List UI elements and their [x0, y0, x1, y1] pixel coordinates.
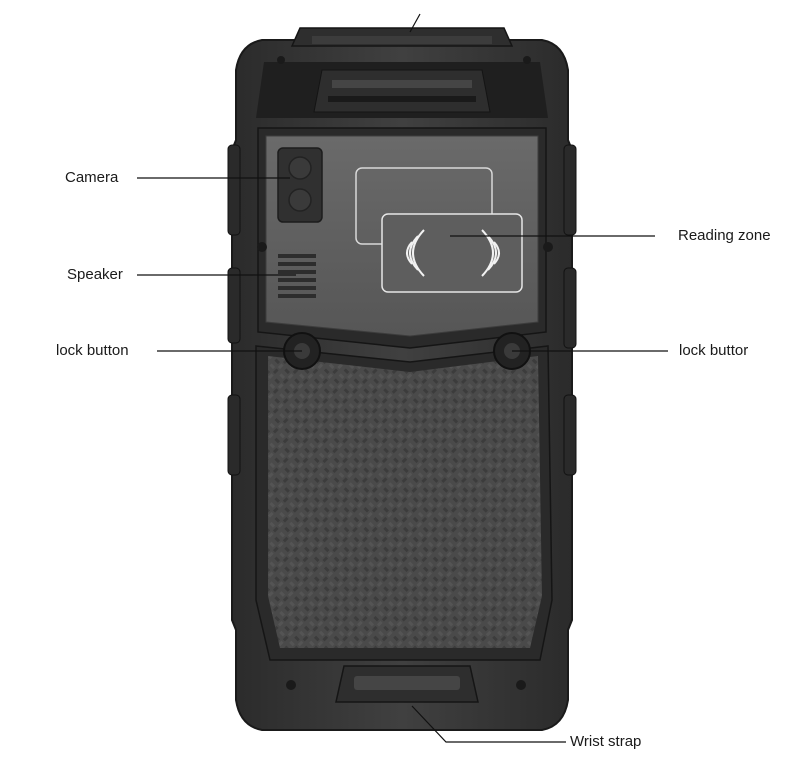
- screw: [286, 680, 296, 690]
- battery-cover: [268, 356, 542, 648]
- side-button-left-1: [227, 144, 241, 236]
- side-button-right-3: [563, 394, 577, 476]
- screw: [543, 242, 553, 252]
- camera-lens: [288, 156, 312, 180]
- screw: [523, 56, 531, 64]
- label-wrist-strap: Wrist strap: [570, 733, 642, 750]
- label-camera: Camera: [65, 169, 119, 186]
- leader-line-wrist-strap: [411, 705, 566, 743]
- side-button-left-3: [227, 394, 241, 476]
- label-speaker: Speaker: [67, 266, 123, 283]
- flash-lens: [288, 188, 312, 212]
- top-vent-slot: [328, 96, 476, 102]
- label-lock-button-left: lock button: [56, 342, 129, 359]
- screw: [516, 680, 526, 690]
- top-vent-center: [313, 69, 491, 113]
- top-cap-slot: [312, 36, 492, 44]
- leader-line-top: [409, 13, 421, 33]
- screw: [277, 56, 285, 64]
- wrist-strap-slot: [354, 676, 460, 690]
- side-button-left-2: [227, 267, 241, 344]
- top-vent-slot: [332, 80, 472, 88]
- label-lock-button-right: lock buttor: [679, 342, 749, 359]
- side-button-right-1: [563, 144, 577, 236]
- side-button-right-2: [563, 267, 577, 349]
- reading-zone-card: [381, 213, 523, 293]
- screw: [257, 242, 267, 252]
- label-reading-zone: Reading zone: [678, 227, 771, 244]
- speaker-grille: [278, 254, 316, 298]
- nfc-icon: [406, 229, 500, 277]
